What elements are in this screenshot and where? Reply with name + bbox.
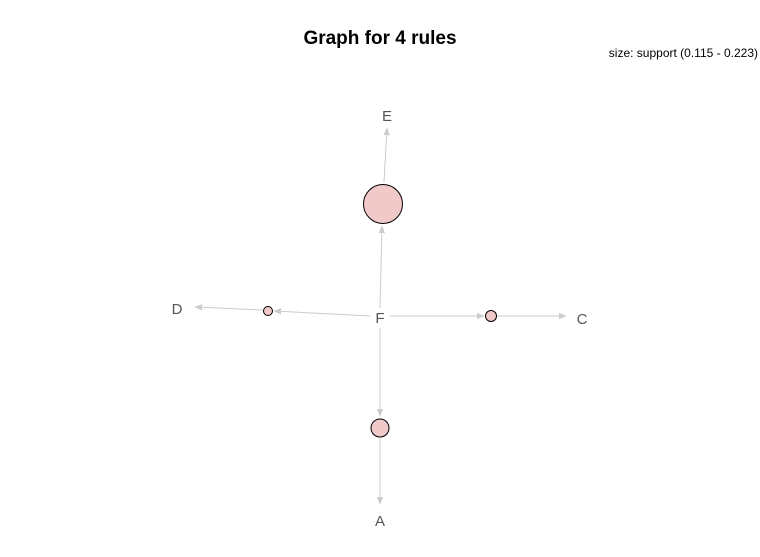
edge-f-to-rule-e: [378, 225, 386, 309]
rule-nodes: [263, 184, 497, 438]
edge-rule-e-to-e: [383, 127, 390, 183]
rule-node-f-a[interactable]: [370, 418, 390, 438]
item-label-d: D: [172, 301, 183, 318]
item-label-c: C: [577, 311, 588, 328]
edge-rule-d-to-d: [194, 304, 264, 311]
item-label-e: E: [382, 108, 392, 125]
item-label-a: A: [375, 513, 385, 530]
rule-node-f-e[interactable]: [363, 184, 403, 224]
graph-title: Graph for 4 rules: [303, 28, 457, 49]
edge-f-to-rule-d: [273, 308, 371, 317]
rule-node-f-c[interactable]: [485, 310, 497, 322]
size-legend: size: support (0.115 - 0.223): [608, 46, 758, 60]
item-label-f: F: [375, 310, 384, 327]
rule-node-f-d[interactable]: [263, 306, 273, 316]
edges: [194, 127, 567, 505]
